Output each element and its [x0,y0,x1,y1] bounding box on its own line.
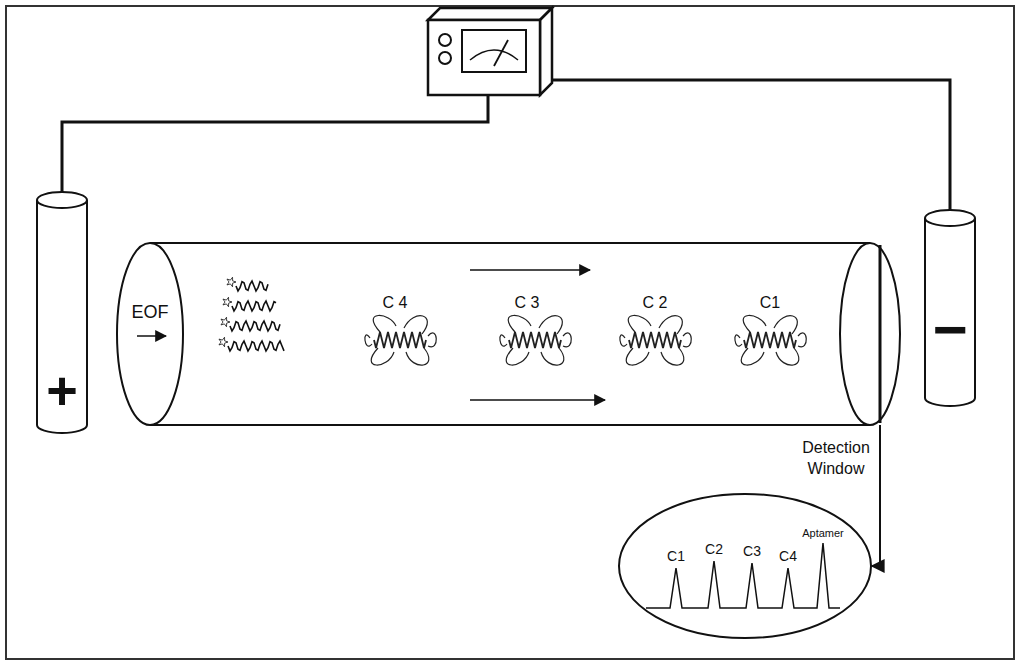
complex-label: C 4 [383,294,408,312]
anode-electrode [37,192,87,433]
wire [552,80,950,218]
complex-label: C1 [760,294,780,312]
eof-arrow [137,335,166,337]
aptamer-strand [232,301,276,311]
cathode-sign: − [932,300,967,360]
power-supply [428,8,552,95]
eof-label: EOF [131,303,168,323]
fluorescent-tag [227,277,236,287]
fluorescent-tag [223,297,232,307]
fluorescent-tag [221,317,230,327]
protein-aptamer-complex [365,315,436,365]
cathode-electrode [925,210,975,406]
protein-complexes [365,315,806,365]
frame [6,6,1014,659]
protein-aptamer-complex [620,315,691,365]
peak-label: C4 [779,549,797,564]
complex-label: C 2 [643,294,668,312]
flow-arrow [470,269,590,271]
protein-aptamer-complex [735,315,806,365]
peak-label: Aptamer [802,527,844,539]
aptamer-strands [219,277,284,351]
connector-label: Detection Window [798,438,874,480]
peak-label: C3 [743,544,761,559]
aptamer-strand [228,341,284,351]
tube-outline [117,243,900,425]
aptamer-strand [230,321,280,331]
electropherogram-inset: C1 C2 C3 C4 Aptamer [618,493,872,639]
flow-arrow [470,399,605,401]
peak-label: C2 [705,542,723,557]
complex-label: C 3 [515,294,540,312]
inset-outline [618,493,872,639]
wire [62,95,488,200]
capillary-tube: EOF C 4 C 3 C 2 C1 [117,243,900,425]
protein-aptamer-complex [500,315,571,365]
electropherogram-trace [646,543,840,608]
detection-window-line [879,245,882,423]
peak-label: C1 [667,549,685,564]
anode-sign: + [46,363,78,417]
fluorescent-tag [219,337,228,347]
aptamer-strand [236,281,268,291]
